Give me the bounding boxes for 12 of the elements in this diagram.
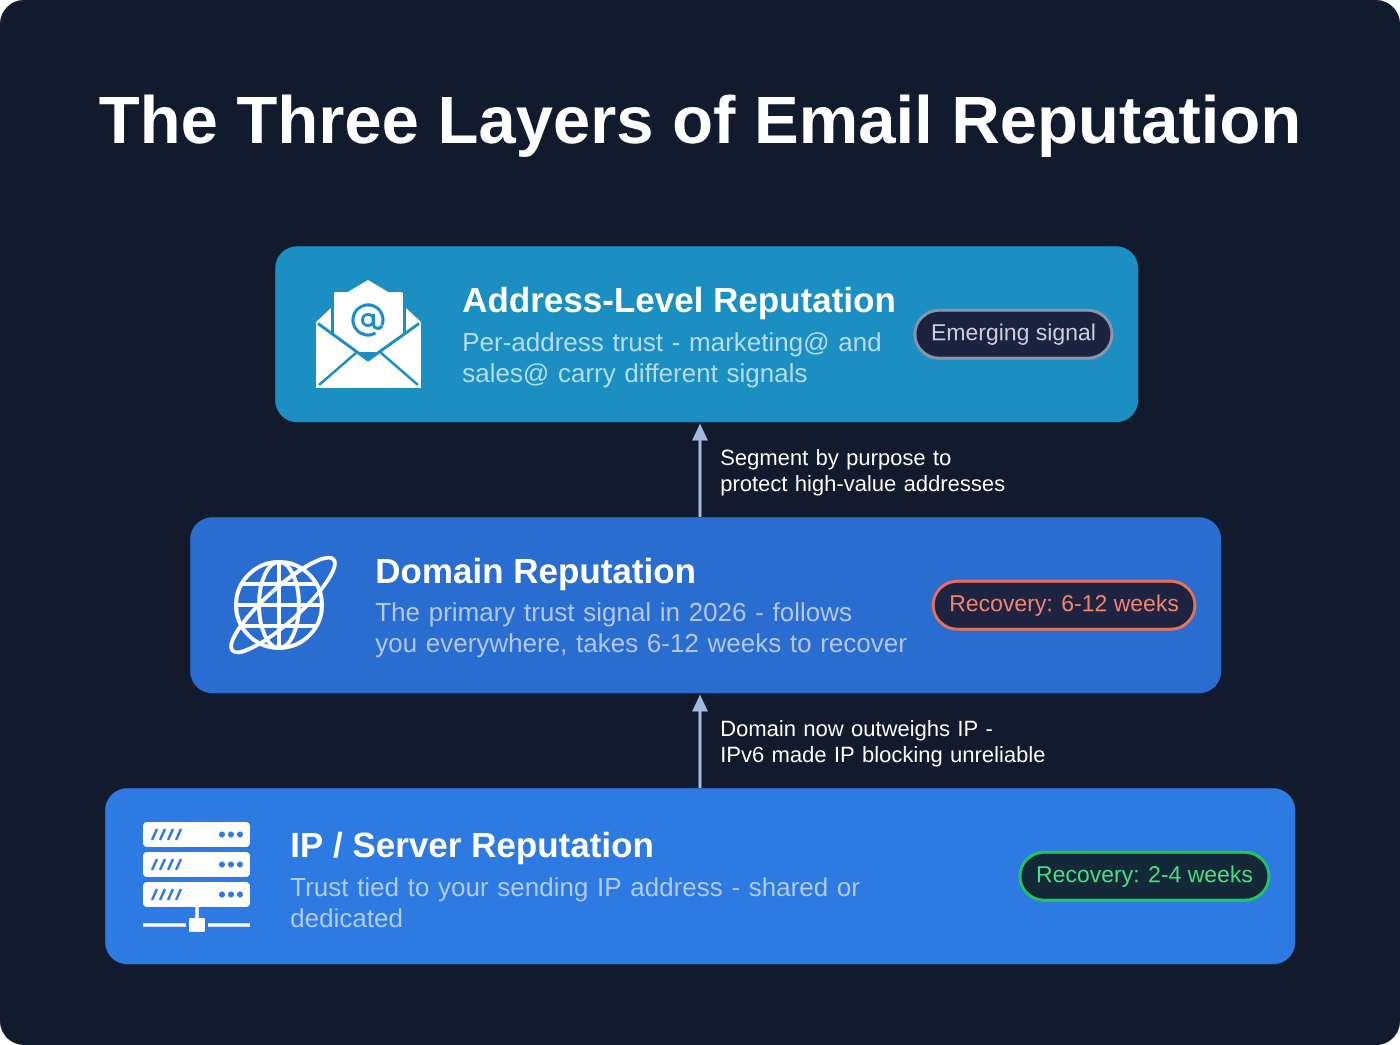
edge-label: Segment by purpose to protect high-value addresses xyxy=(718,447,1023,498)
card-heading: Domain Reputation xyxy=(377,557,694,591)
edge-label: Domain now outweighs IP - IPv6 made IP blocking unreliable xyxy=(718,718,1057,769)
card-description: The primary trust signal in 2026 - follows you everywhere, takes 6-12 weeks to recover xyxy=(375,602,907,658)
card-heading: Address-Level Reputation xyxy=(463,286,894,320)
title: The Three Layers of Email Reputation xyxy=(99,94,1298,157)
card-heading: IP / Server Reputation xyxy=(292,831,652,865)
status-badge: Emerging signal xyxy=(913,308,1114,360)
status-badge: Recovery: 6-12 weeks xyxy=(931,579,1197,631)
card-description: Trust tied to your sending IP address - shared or dedicated xyxy=(290,877,860,928)
card-description: Per-address trust - marketing@ and sales@ carry different signals xyxy=(462,332,880,388)
status-badge: Recovery: 2-4 weeks xyxy=(1018,850,1271,902)
